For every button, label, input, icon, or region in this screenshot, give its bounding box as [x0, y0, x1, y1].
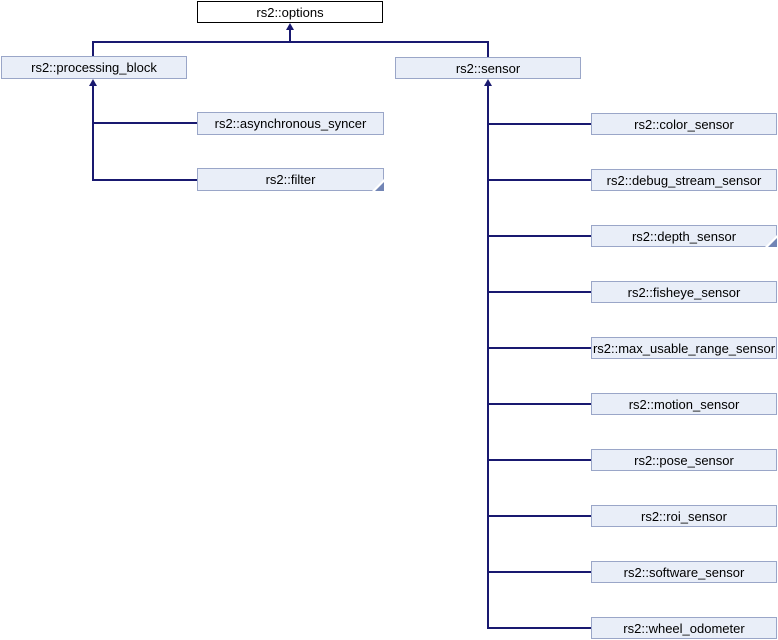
class-node-fisheye-sensor-label: rs2::fisheye_sensor — [627, 284, 741, 300]
class-node-software-sensor[interactable]: rs2::software_sensor — [591, 561, 777, 583]
class-node-roi-sensor-label: rs2::roi_sensor — [641, 508, 727, 524]
edge-options-stub — [289, 28, 291, 43]
inheritance-arrow-icon-options — [286, 23, 294, 30]
class-node-pose-sensor[interactable]: rs2::pose_sensor — [591, 449, 777, 471]
edge-branch-fisheye-sensor — [487, 291, 591, 293]
inheritance-arrow-icon-sensor — [484, 79, 492, 86]
class-node-fisheye-sensor[interactable]: rs2::fisheye_sensor — [591, 281, 777, 303]
inheritance-arrow-icon-processing-block — [89, 79, 97, 86]
class-node-asynchronous-syncer[interactable]: rs2::asynchronous_syncer — [197, 112, 384, 135]
edge-branch-motion-sensor — [487, 403, 591, 405]
truncation-fold-icon — [768, 238, 777, 247]
class-node-options: rs2::options — [197, 1, 383, 23]
class-node-filter-label: rs2::filter — [265, 172, 316, 187]
edge-drop-processing-block — [92, 41, 94, 56]
edge-branch-color-sensor — [487, 123, 591, 125]
class-node-filter[interactable]: rs2::filter — [197, 168, 384, 191]
class-node-asynchronous-syncer-label: rs2::asynchronous_syncer — [214, 116, 367, 131]
class-node-motion-sensor-label: rs2::motion_sensor — [628, 396, 740, 412]
edge-processing-block-trunk — [92, 85, 94, 181]
edge-branch-depth-sensor — [487, 235, 591, 237]
edge-branch-roi-sensor — [487, 515, 591, 517]
edge-branch-wheel-odometer — [487, 627, 591, 629]
edge-branch-pose-sensor — [487, 459, 591, 461]
class-node-sensor-label: rs2::sensor — [455, 60, 521, 76]
edge-branch-filter — [92, 179, 197, 181]
class-node-software-sensor-label: rs2::software_sensor — [623, 564, 745, 580]
class-node-debug-stream-sensor[interactable]: rs2::debug_stream_sensor — [591, 169, 777, 191]
class-node-processing-block[interactable]: rs2::processing_block — [1, 56, 187, 79]
class-node-debug-stream-sensor-label: rs2::debug_stream_sensor — [606, 172, 762, 188]
edge-sensor-trunk — [487, 85, 489, 629]
class-node-roi-sensor[interactable]: rs2::roi_sensor — [591, 505, 777, 527]
edge-branch-asynchronous-syncer — [92, 122, 197, 124]
class-node-sensor[interactable]: rs2::sensor — [395, 57, 581, 79]
class-node-depth-sensor[interactable]: rs2::depth_sensor — [591, 225, 777, 247]
truncation-fold-icon — [375, 182, 384, 191]
edge-branch-debug-stream-sensor — [487, 179, 591, 181]
class-node-motion-sensor[interactable]: rs2::motion_sensor — [591, 393, 777, 415]
class-node-max-usable-range-sensor[interactable]: rs2::max_usable_range_sensor — [591, 337, 777, 359]
edge-branch-software-sensor — [487, 571, 591, 573]
class-node-color-sensor[interactable]: rs2::color_sensor — [591, 113, 777, 135]
class-node-options-label: rs2::options — [256, 4, 324, 20]
class-node-pose-sensor-label: rs2::pose_sensor — [634, 452, 734, 468]
edge-branch-max-usable-range-sensor — [487, 347, 591, 349]
class-node-depth-sensor-label: rs2::depth_sensor — [631, 228, 737, 244]
edge-drop-sensor — [487, 41, 489, 57]
class-node-wheel-odometer[interactable]: rs2::wheel_odometer — [591, 617, 777, 639]
edge-options-rail — [92, 41, 489, 43]
class-node-color-sensor-label: rs2::color_sensor — [634, 116, 734, 132]
class-node-max-usable-range-sensor-label: rs2::max_usable_range_sensor — [592, 340, 776, 356]
class-node-wheel-odometer-label: rs2::wheel_odometer — [623, 620, 745, 636]
class-node-processing-block-label: rs2::processing_block — [31, 60, 157, 75]
